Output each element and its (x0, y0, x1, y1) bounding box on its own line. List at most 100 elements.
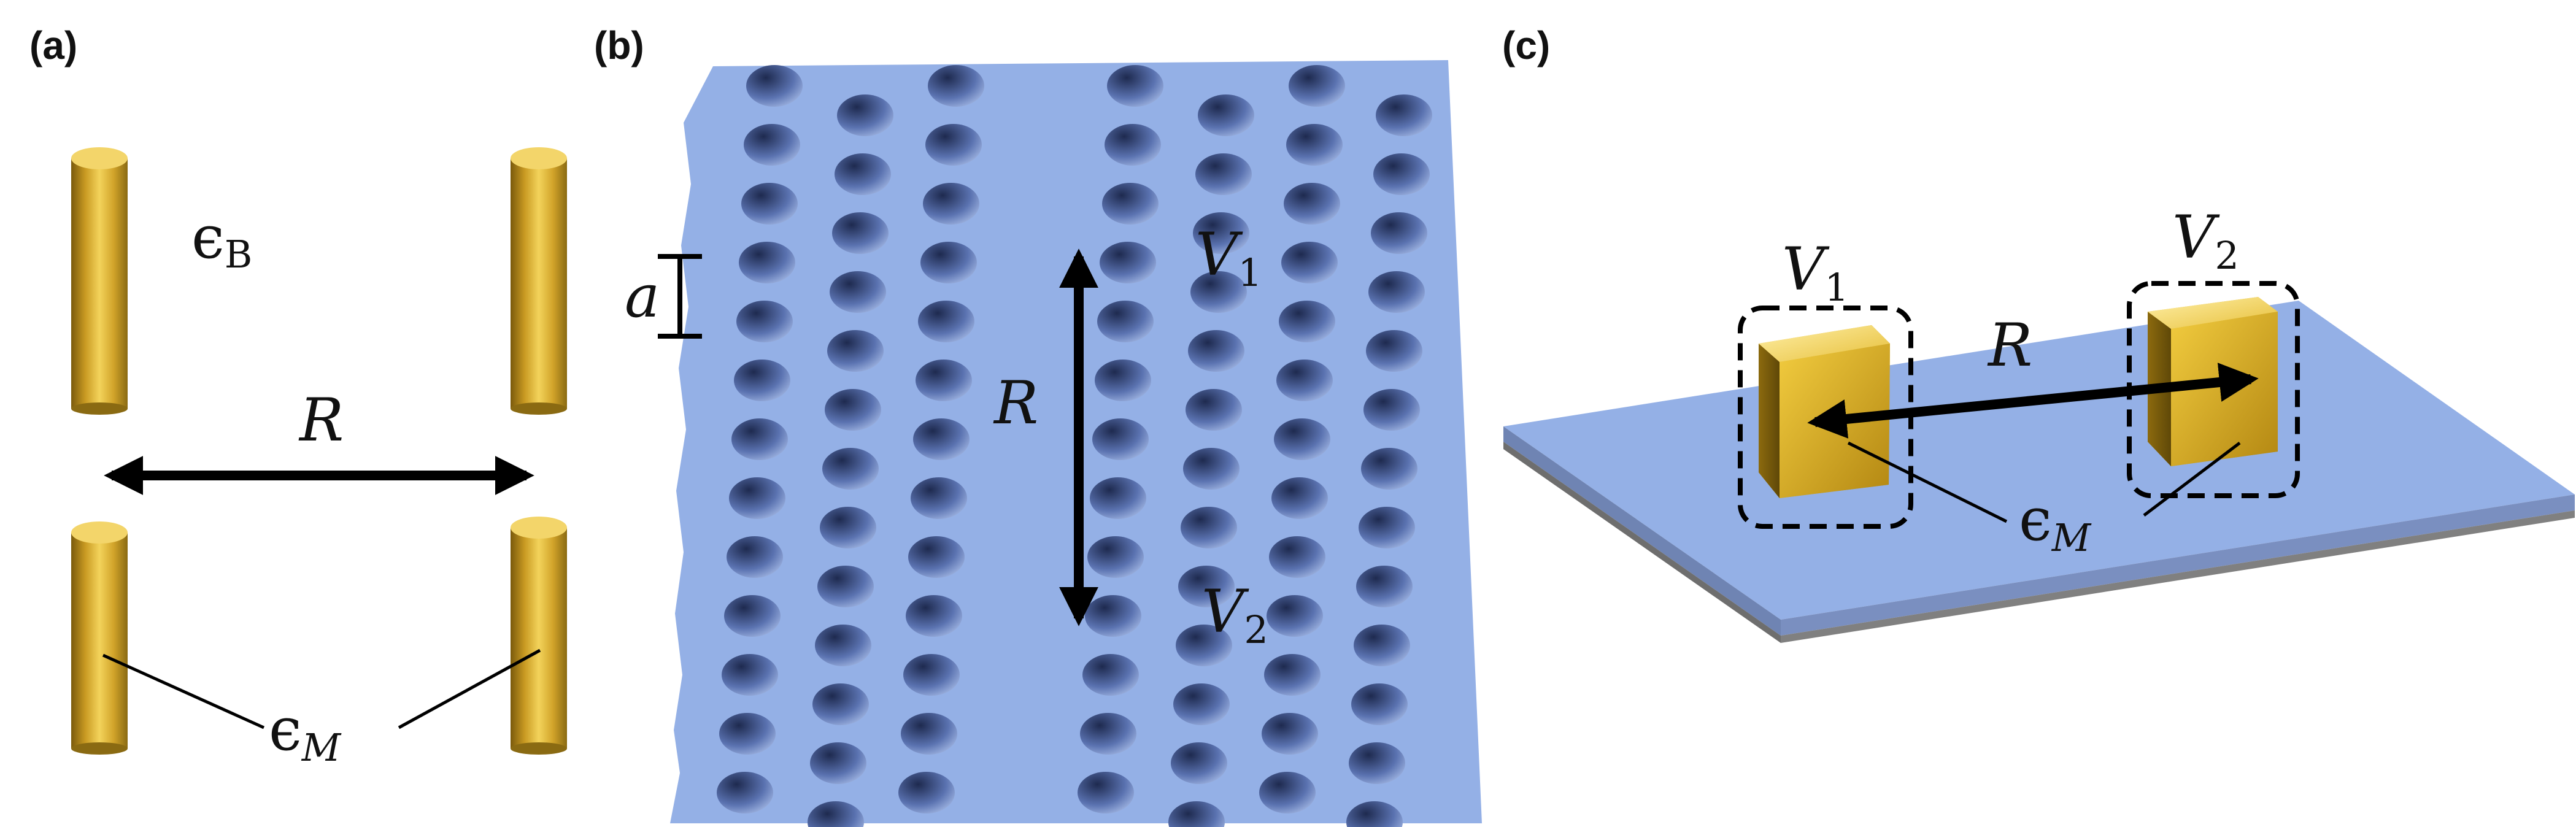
air-hole (1274, 418, 1330, 460)
air-hole (810, 742, 866, 784)
air-hole (1351, 683, 1408, 725)
air-hole (1368, 271, 1425, 313)
gold-rod-icon (71, 147, 128, 415)
air-hole (722, 654, 778, 696)
air-hole (1087, 536, 1144, 578)
air-hole (724, 595, 781, 637)
air-hole (817, 566, 874, 607)
panel-b-label: (b) (594, 23, 644, 67)
air-hole (1102, 183, 1159, 225)
air-hole (923, 183, 979, 225)
air-hole (832, 212, 889, 254)
pointer-line (2143, 442, 2241, 517)
material-permittivity-label: ϵM (269, 695, 342, 770)
air-hole (1193, 212, 1249, 254)
gold-cube-icon (1759, 325, 1890, 498)
air-hole (808, 801, 864, 827)
air-hole (1085, 595, 1141, 637)
air-hole (898, 772, 955, 814)
pointer-line (1847, 441, 2008, 523)
pointer-line (398, 648, 541, 729)
air-hole (1090, 477, 1146, 519)
air-hole (1366, 330, 1422, 372)
air-hole (746, 65, 803, 107)
air-hole (1095, 360, 1151, 401)
air-hole (719, 713, 776, 755)
air-hole (1359, 507, 1415, 548)
air-hole (1105, 124, 1161, 166)
air-hole (1346, 801, 1403, 827)
air-hole (1269, 536, 1325, 578)
air-hole (825, 389, 881, 431)
volume2-label: V2 (2172, 203, 2239, 278)
gold-rod-icon (511, 517, 567, 755)
pointer-line (102, 653, 265, 729)
air-hole (911, 477, 967, 519)
air-hole (1082, 654, 1139, 696)
air-hole (1097, 301, 1154, 342)
volume1-label: V1 (1782, 235, 1849, 310)
air-hole (1279, 301, 1335, 342)
air-hole (1373, 153, 1430, 195)
air-hole (727, 536, 783, 578)
panel-c: (c) V1 V2 R ϵM (1502, 23, 2575, 643)
air-hole (822, 448, 879, 490)
air-hole (1267, 595, 1323, 637)
double-arrow-icon (1807, 363, 2259, 439)
air-hole (1173, 683, 1230, 725)
air-hole (1376, 94, 1432, 136)
air-hole (1092, 418, 1149, 460)
air-hole (1286, 124, 1343, 166)
air-hole (1281, 242, 1338, 283)
air-hole (925, 124, 982, 166)
air-hole (1178, 566, 1235, 607)
background-permittivity-label: ϵB (191, 203, 252, 277)
air-hole (903, 654, 960, 696)
air-hole (1371, 212, 1427, 254)
air-hole (731, 418, 788, 460)
hole-array (717, 65, 1432, 827)
air-hole (908, 536, 965, 578)
air-hole (734, 360, 790, 401)
substrate-slab-icon (1503, 301, 2575, 643)
air-hole (1100, 242, 1156, 283)
air-hole (1284, 183, 1340, 225)
air-hole (1349, 742, 1405, 784)
air-hole (1183, 448, 1240, 490)
air-hole (741, 183, 798, 225)
air-hole (1186, 389, 1242, 431)
air-hole (1289, 65, 1345, 107)
air-hole (1264, 654, 1321, 696)
air-hole (906, 595, 962, 637)
air-hole (1107, 65, 1163, 107)
panel-b: (b) a R V1 V2 (594, 23, 1482, 827)
volume1-label: V1 (1195, 220, 1262, 295)
air-hole (1356, 566, 1413, 607)
air-hole (1262, 713, 1318, 755)
air-hole (1259, 772, 1316, 814)
panel-a-label: (a) (29, 23, 77, 67)
air-hole (1171, 742, 1227, 784)
lattice-constant-marker (658, 254, 702, 339)
air-hole (820, 507, 876, 548)
distance-label: R (993, 369, 1038, 437)
air-hole (827, 330, 884, 372)
air-hole (918, 301, 974, 342)
air-hole (1195, 153, 1252, 195)
air-hole (812, 683, 869, 725)
air-hole (1361, 448, 1417, 490)
panel-c-label: (c) (1502, 23, 1550, 67)
air-hole (1188, 330, 1244, 372)
air-hole (913, 418, 970, 460)
air-hole (928, 65, 984, 107)
air-hole (1363, 389, 1420, 431)
panel-a: (a) ϵB R ϵM (29, 23, 567, 770)
air-hole (744, 124, 800, 166)
distance-label: R (298, 386, 344, 455)
gold-rod-icon (71, 521, 128, 755)
air-hole (837, 94, 893, 136)
volume2-label: V2 (1201, 577, 1268, 652)
air-hole (739, 242, 795, 283)
air-hole (1080, 713, 1136, 755)
air-hole (1190, 271, 1247, 313)
